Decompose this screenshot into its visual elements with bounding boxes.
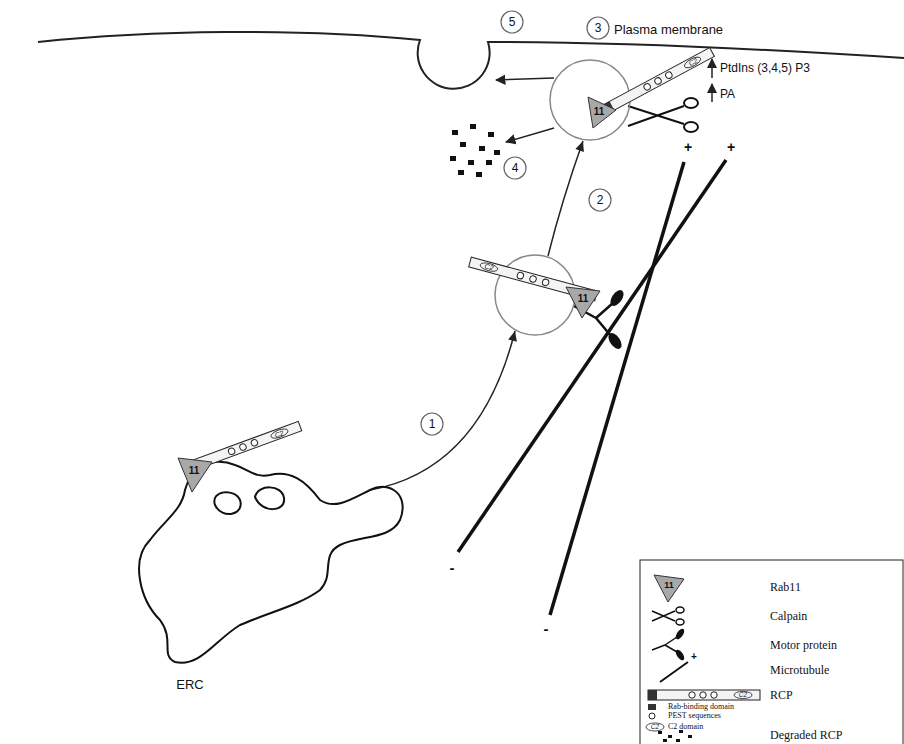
legend-text: Degraded RCP — [770, 729, 842, 741]
increase-arrow — [711, 84, 713, 102]
legend-box — [640, 560, 903, 744]
increase-arrow — [711, 59, 713, 78]
degradation-arrow — [506, 128, 554, 142]
c2-domain — [479, 261, 498, 273]
rab11-label: 11 — [189, 466, 200, 476]
pest-sample — [649, 713, 655, 719]
pest-sequence — [643, 82, 652, 91]
plasma-membrane — [38, 32, 904, 89]
pest-sequence — [250, 439, 258, 447]
erc-loop — [255, 487, 284, 509]
c2-label: C2 — [739, 692, 747, 699]
exocytosis-arrow — [496, 78, 554, 80]
calpain-sample — [652, 607, 684, 625]
rab11-sample — [654, 575, 684, 602]
arrowhead — [508, 331, 517, 342]
erc-loop — [214, 492, 240, 514]
microtubule-sample — [660, 662, 688, 682]
rab11-triangle — [588, 97, 616, 128]
motor-sample — [652, 627, 686, 661]
callout-number: 3 — [595, 22, 602, 34]
minus-end: - — [544, 621, 549, 636]
arrowhead — [575, 141, 584, 152]
pest-sequence — [665, 71, 674, 80]
legend-text: Calpain — [770, 610, 807, 622]
rcp-body — [602, 48, 715, 115]
legend-text: Rab-binding domain — [668, 703, 734, 711]
node-shape — [140, 418, 415, 693]
minus-end: - — [450, 560, 455, 575]
plus-end: + — [691, 652, 697, 662]
pest-sequence — [529, 275, 537, 283]
callout-number: 4 — [512, 162, 519, 174]
degraded-rcp — [450, 124, 500, 177]
callout-number: 5 — [509, 16, 516, 28]
step-circle — [501, 11, 523, 33]
calpain — [628, 98, 698, 132]
rcp-sample — [648, 690, 760, 700]
callout-number: 1 — [429, 418, 436, 430]
microtubule — [458, 160, 726, 552]
vesicle: 11C2 — [545, 45, 730, 150]
vesicle: 11C2 — [465, 250, 605, 350]
step-circle — [589, 189, 611, 211]
pest-sequence — [542, 278, 550, 286]
legend-text: PEST sequences — [668, 712, 721, 720]
compartment-label: ERC — [176, 678, 203, 691]
transport-arrow — [548, 141, 583, 256]
microtubule — [550, 162, 684, 615]
plus-end: + — [684, 140, 692, 154]
lipid-label: PA — [720, 88, 735, 100]
lipid-label: PtdIns (3,4,5) P3 — [720, 62, 810, 74]
rcp-bar — [602, 48, 715, 115]
pest-sequence — [516, 272, 524, 280]
structure-label: Plasma membrane — [614, 23, 723, 36]
c2-label: C2 — [651, 724, 659, 731]
erc-outline — [139, 462, 403, 663]
pest-sequence — [654, 77, 663, 86]
c2-domain — [683, 55, 702, 70]
legend-text: RCP — [770, 689, 793, 701]
rab-binding-sample — [648, 704, 656, 710]
legend-text: Rab11 — [770, 581, 801, 593]
rab11-label: 11 — [578, 294, 589, 304]
step-circle — [421, 413, 443, 435]
legend-text: Motor protein — [770, 639, 837, 651]
legend-text: Microtubule — [770, 664, 829, 676]
erc-compartment: 11C2ERC — [140, 418, 415, 693]
plus-end: + — [727, 140, 735, 154]
degraded-sample — [658, 730, 692, 742]
c2-domain — [270, 427, 289, 440]
legend-text: C2 domain — [668, 723, 703, 731]
rab11-triangle — [178, 458, 212, 492]
pest-sequence — [239, 443, 247, 451]
rab11-label: 11 — [664, 581, 674, 590]
c2-sample — [646, 723, 664, 731]
motor-protein — [574, 288, 626, 351]
rab11-triangle — [566, 287, 600, 318]
transport-arrow — [370, 331, 515, 490]
step-circle — [504, 157, 526, 179]
callout-number: 2 — [597, 194, 604, 206]
pest-sequence — [227, 447, 235, 455]
step-circle — [587, 17, 609, 39]
rab11-label: 11 — [594, 107, 605, 117]
node-shape — [545, 45, 730, 150]
